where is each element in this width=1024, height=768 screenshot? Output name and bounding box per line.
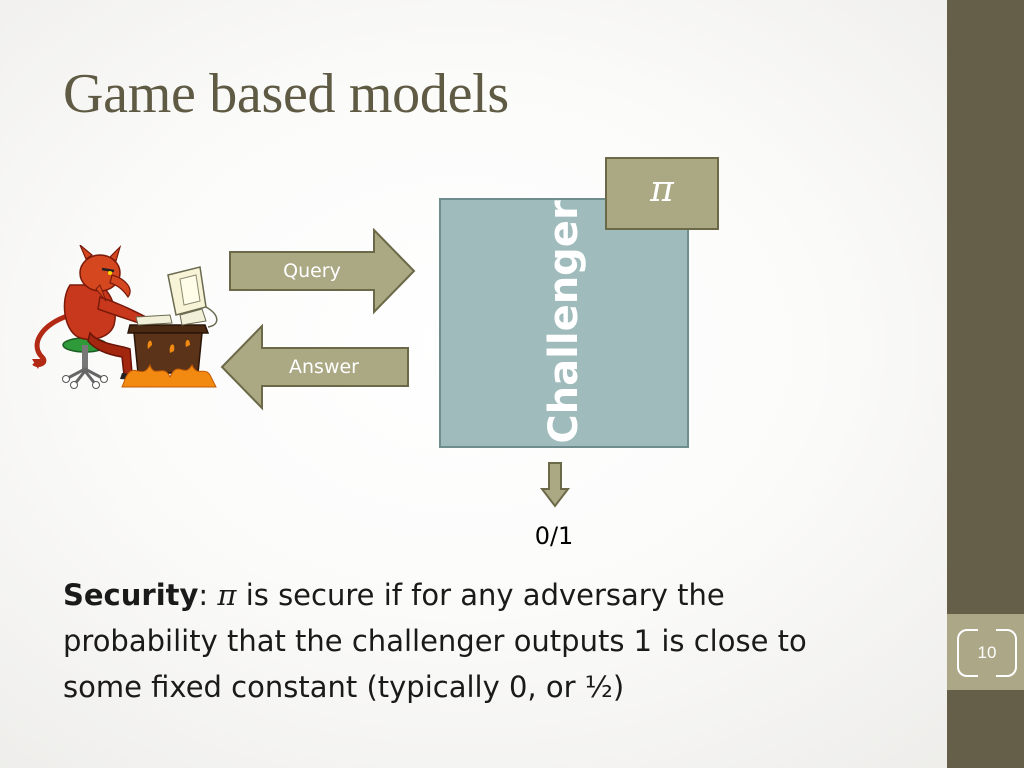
security-term: Security	[63, 578, 199, 612]
security-statement: Security: π is secure if for any adversa…	[63, 572, 933, 710]
page-number: 10	[977, 643, 997, 662]
query-label: Query	[283, 260, 341, 282]
security-line-3: some fixed constant (typically 0, or ½)	[63, 670, 625, 704]
challenger-label: Challenger	[541, 200, 587, 444]
security-line-2: probability that the challenger outputs …	[63, 624, 807, 658]
protocol-box: π	[605, 157, 719, 230]
answer-label: Answer	[289, 356, 359, 378]
query-arrow	[229, 228, 416, 315]
challenger-label-frame: Challenger	[439, 198, 689, 448]
challenger-box	[439, 198, 689, 448]
security-pi-symbol: π	[217, 578, 237, 612]
protocol-symbol: π	[650, 169, 674, 210]
output-arrow	[539, 462, 571, 508]
devil-at-computer-icon	[32, 245, 218, 389]
security-line-1: is secure if for any adversary the	[245, 578, 725, 612]
page-number-bracket-gap	[978, 626, 996, 680]
slide-title: Game based models	[63, 63, 509, 125]
security-colon: :	[198, 578, 209, 612]
answer-arrow	[220, 324, 409, 411]
output-label: 0/1	[534, 522, 574, 550]
